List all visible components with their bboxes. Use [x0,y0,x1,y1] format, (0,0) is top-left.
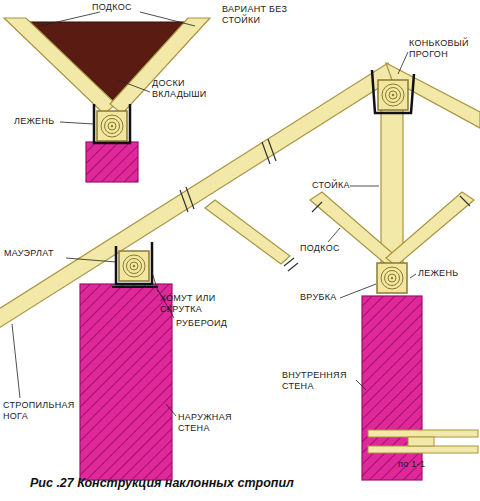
part-label: ПОДКОС [300,243,350,254]
section-plank [368,446,478,453]
strut [386,192,474,266]
strut [310,192,398,266]
section-plank [368,430,478,437]
roofing-felt [112,286,158,288]
break-mark [284,258,298,271]
log-section [378,80,408,110]
outer-wall [80,284,172,480]
wall [86,142,138,182]
section-block [408,437,434,446]
leader-line [328,228,340,242]
part-label: СТОЙКА [312,180,352,191]
leader-line [152,272,158,292]
leader-line [40,12,195,26]
part-label: РУБЕРОИД [176,318,246,329]
part-label: ЛЕЖЕНЬ [14,116,64,127]
leader-line [398,52,408,74]
part-label: ХОМУТ ИЛИ СКРУТКА [160,293,246,315]
leader-line [118,80,150,92]
break-mark [312,196,470,212]
leader-line [340,284,376,298]
part-label: ВНУТРЕННЯЯ СТЕНА [282,370,358,392]
leader-line [66,258,116,262]
part-label: НАРУЖНАЯ СТЕНА [178,412,258,434]
leader-line [410,274,416,278]
leader-line [166,404,176,416]
figure-caption: Рис .27 Конструкция наклонных стропил [30,476,294,490]
part-label: по 1-1 [398,459,448,470]
leader-line [12,324,20,398]
part-label: МАУЭРЛАТ [4,248,68,259]
strut [4,18,116,114]
part-label: ДОСКИ ВКЛАДЫШИ [152,78,228,100]
part-label: СТРОПИЛЬНАЯ НОГА [3,400,79,422]
strut [110,18,210,114]
part-label: ПОДКОС [92,2,152,13]
leader-line [356,380,366,390]
break-mark [180,187,194,212]
part-label: ВАРИАНТ БЕЗ СТОЙКИ [222,4,294,26]
leader-line [60,122,94,124]
log-section [97,111,127,141]
clamp [116,242,152,284]
part-label: ЛЕЖЕНЬ [418,268,473,279]
leader-line [350,186,379,187]
post [381,108,403,264]
rafter [0,63,396,328]
part-label: ВРУБКА [300,292,342,303]
break-mark [262,139,276,164]
strut [205,200,290,264]
clamp [372,70,414,113]
clamp [94,104,130,143]
part-label: КОНЬКОВЫЙ ПРОГОН [409,38,477,60]
log-section [377,263,407,293]
log-section [119,251,149,281]
